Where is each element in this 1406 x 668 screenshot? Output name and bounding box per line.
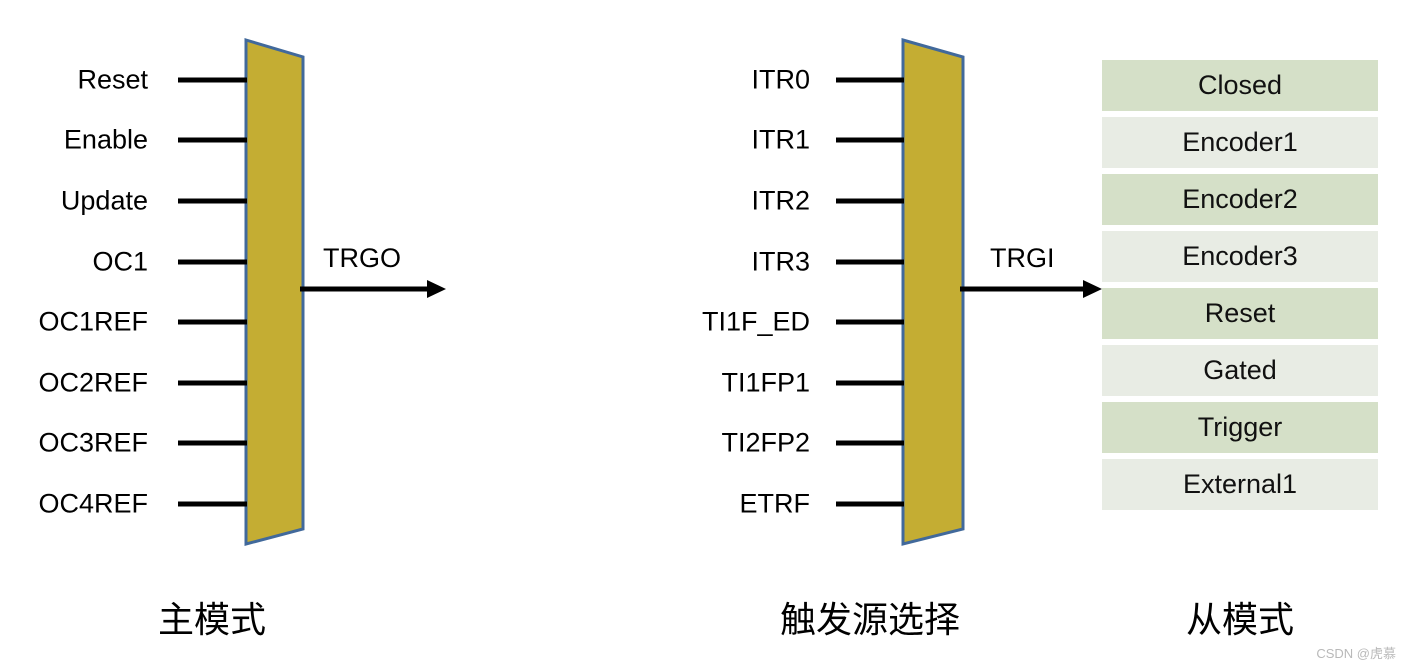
master-input-label-5: OC2REF: [38, 367, 148, 398]
trigger-input-line-5: [836, 380, 904, 386]
master-mode-caption: 主模式: [157, 599, 267, 640]
trigger-input-label-3: ITR3: [751, 246, 810, 277]
trgi-label: TRGI: [990, 243, 1055, 273]
trigger-input-label-5: TI1FP1: [721, 367, 810, 398]
master-input-line-6: [178, 440, 247, 446]
trigger-input-label-4: TI1F_ED: [701, 306, 810, 337]
master-input-line-1: [178, 137, 247, 143]
trigger-input-line-1: [836, 137, 904, 143]
master-input-label-7: OC4REF: [38, 488, 148, 519]
master-input-line-3: [178, 259, 247, 265]
trgo-label: TRGO: [323, 243, 401, 273]
trigger-input-label-0: ITR0: [751, 64, 810, 95]
trigger-source-caption: 触发源选择: [779, 599, 961, 640]
trigger-input-label-7: ETRF: [739, 488, 811, 519]
trigger-input-label-6: TI2FP2: [721, 427, 810, 458]
master-input-label-0: Reset: [77, 64, 148, 95]
trigger-input-label-2: ITR2: [751, 185, 810, 216]
trigger-input-line-7: [836, 501, 904, 507]
trigger-input-label-1: ITR1: [751, 124, 810, 155]
slave-mode-row-3[interactable]: Encoder3: [1102, 231, 1378, 282]
trgo-arrow: [300, 277, 450, 301]
slave-mode-row-4[interactable]: Reset: [1102, 288, 1378, 339]
master-input-label-6: OC3REF: [38, 427, 148, 458]
master-input-line-2: [178, 198, 247, 204]
slave-mode-row-1[interactable]: Encoder1: [1102, 117, 1378, 168]
slave-mode-row-0[interactable]: Closed: [1102, 60, 1378, 111]
trigger-input-line-0: [836, 77, 904, 83]
slave-mode-caption: 从模式: [1185, 599, 1295, 640]
slave-mode-list: Closed Encoder1 Encoder2 Encoder3 Reset …: [1102, 60, 1378, 516]
trgi-arrow: [960, 277, 1108, 301]
master-input-label-1: Enable: [63, 124, 148, 155]
trigger-input-line-2: [836, 198, 904, 204]
master-input-line-7: [178, 501, 247, 507]
trigger-source-block: [900, 36, 968, 548]
trigger-input-line-3: [836, 259, 904, 265]
master-input-label-3: OC1: [92, 246, 148, 277]
watermark-text: CSDN @虎慕: [1316, 646, 1396, 661]
trigger-input-line-6: [836, 440, 904, 446]
master-input-line-0: [178, 77, 247, 83]
master-input-label-2: Update: [60, 185, 148, 216]
slave-mode-row-6[interactable]: Trigger: [1102, 402, 1378, 453]
slave-mode-row-2[interactable]: Encoder2: [1102, 174, 1378, 225]
trigger-input-line-4: [836, 319, 904, 325]
master-mode-block: [243, 36, 307, 548]
master-input-line-4: [178, 319, 247, 325]
master-input-line-5: [178, 380, 247, 386]
master-input-label-4: OC1REF: [38, 306, 148, 337]
slave-mode-row-5[interactable]: Gated: [1102, 345, 1378, 396]
slave-mode-row-7[interactable]: External1: [1102, 459, 1378, 510]
